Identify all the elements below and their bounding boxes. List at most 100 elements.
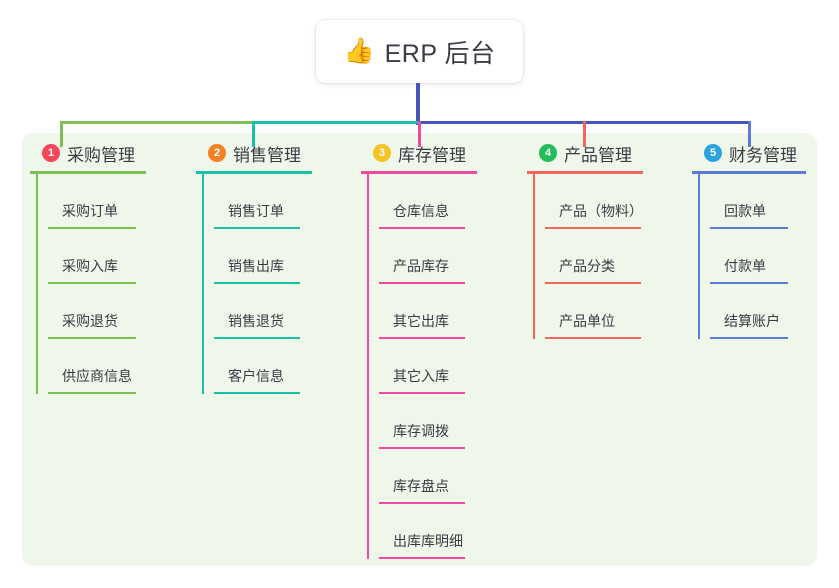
branch-number-badge: 5 (704, 144, 722, 162)
branch-spine (367, 174, 369, 559)
branch-column-4: 4 产品管理产品（物料） 产品分类产品单位 (527, 140, 645, 339)
branch-spine (36, 174, 38, 394)
branch-column-5: 5 财务管理回款单付款单结算账户 (692, 140, 810, 339)
branch-child-label: 出库库明细 (393, 533, 463, 549)
branch-title: 采购管理 (67, 145, 135, 165)
branch-child-item[interactable]: 结算账户 (710, 284, 810, 339)
branch-drop-4 (583, 121, 586, 147)
branch-child-item[interactable]: 产品分类 (545, 229, 645, 284)
branch-children: 采购订单采购入库采购退货供应商信息 (30, 174, 150, 394)
branch-column-2: 2 销售管理销售订单销售出库销售退货客户信息 (196, 140, 314, 394)
branch-child-underline (214, 282, 300, 284)
branch-child-label: 供应商信息 (62, 368, 132, 384)
branch-header-4[interactable]: 4 产品管理 (527, 140, 645, 166)
branch-child-item[interactable]: 客户信息 (214, 339, 314, 394)
branch-header-3[interactable]: 3 库存管理 (361, 140, 479, 166)
branch-child-item[interactable]: 销售退货 (214, 284, 314, 339)
branch-underline (361, 171, 477, 174)
branch-child-label: 产品库存 (393, 258, 449, 274)
branch-underline (30, 171, 146, 174)
branch-child-item[interactable]: 回款单 (710, 174, 810, 229)
branch-child-label: 销售订单 (228, 203, 284, 219)
branch-child-underline (379, 282, 465, 284)
root-node[interactable]: 👍 ERP 后台 (316, 20, 523, 83)
branch-child-item[interactable]: 产品库存 (379, 229, 479, 284)
branch-title: 财务管理 (729, 145, 797, 165)
branch-child-label: 客户信息 (228, 368, 284, 384)
branch-child-label: 仓库信息 (393, 203, 449, 219)
branch-child-underline (214, 227, 300, 229)
branch-child-underline (379, 337, 465, 339)
branch-title: 销售管理 (233, 145, 301, 165)
branch-child-item[interactable]: 出库库明细 (379, 504, 479, 559)
branch-child-item[interactable]: 付款单 (710, 229, 810, 284)
branch-child-underline (545, 282, 641, 284)
branch-child-item[interactable]: 仓库信息 (379, 174, 479, 229)
branch-child-item[interactable]: 其它入库 (379, 339, 479, 394)
branch-title: 产品管理 (564, 145, 632, 165)
branch-child-underline (379, 447, 465, 449)
branch-spine (202, 174, 204, 394)
branch-number-badge: 3 (373, 144, 391, 162)
branch-child-underline (710, 227, 788, 229)
branch-child-underline (48, 227, 136, 229)
branch-child-item[interactable]: 产品单位 (545, 284, 645, 339)
branch-child-item[interactable]: 销售订单 (214, 174, 314, 229)
branch-child-underline (214, 337, 300, 339)
branch-child-label: 库存盘点 (393, 478, 449, 494)
thumbs-up-icon: 👍 (343, 37, 375, 65)
branch-child-item[interactable]: 其它出库 (379, 284, 479, 339)
branch-child-item[interactable]: 库存调拨 (379, 394, 479, 449)
branch-child-underline (545, 227, 641, 229)
branch-underline (196, 171, 312, 174)
branch-child-label: 采购退货 (62, 313, 118, 329)
branch-spine (533, 174, 535, 339)
branch-child-label: 采购入库 (62, 258, 118, 274)
branch-child-underline (379, 392, 465, 394)
branch-child-label: 回款单 (724, 203, 766, 219)
branch-child-underline (379, 557, 465, 559)
branch-spine (698, 174, 700, 339)
branch-child-label: 其它入库 (393, 368, 449, 384)
branch-number-badge: 2 (208, 144, 226, 162)
branch-child-label: 产品单位 (559, 313, 615, 329)
branch-children: 回款单付款单结算账户 (692, 174, 810, 339)
branch-child-label: 库存调拨 (393, 423, 449, 439)
branch-child-underline (379, 502, 465, 504)
branch-child-label: 付款单 (724, 258, 766, 274)
branch-column-3: 3 库存管理仓库信息产品库存其它出库其它入库库存调拨库存盘点出库库明细 (361, 140, 479, 559)
branch-drop-3 (418, 121, 421, 147)
root-trunk-line (416, 83, 420, 125)
branch-children: 销售订单销售出库销售退货客户信息 (196, 174, 314, 394)
branch-child-item[interactable]: 采购入库 (48, 229, 150, 284)
branch-child-item[interactable]: 供应商信息 (48, 339, 150, 394)
branch-child-label: 产品（物料） (559, 203, 643, 219)
branch-drop-1 (60, 121, 63, 147)
branch-child-label: 销售退货 (228, 313, 284, 329)
branch-title: 库存管理 (398, 145, 466, 165)
branch-child-item[interactable]: 采购退货 (48, 284, 150, 339)
branch-child-underline (710, 337, 788, 339)
branch-child-item[interactable]: 产品（物料） (545, 174, 645, 229)
branch-child-label: 销售出库 (228, 258, 284, 274)
branch-child-underline (48, 392, 136, 394)
bus-segment-2 (252, 121, 421, 124)
branch-underline (527, 171, 643, 174)
branch-children: 产品（物料） 产品分类产品单位 (527, 174, 645, 339)
branch-child-item[interactable]: 销售出库 (214, 229, 314, 284)
branch-child-item[interactable]: 库存盘点 (379, 449, 479, 504)
branch-child-underline (710, 282, 788, 284)
branch-child-label: 结算账户 (724, 313, 780, 329)
branch-number-badge: 4 (539, 144, 557, 162)
branch-header-5[interactable]: 5 财务管理 (692, 140, 810, 166)
branch-drop-2 (252, 121, 255, 147)
branch-child-underline (214, 392, 300, 394)
branch-child-label: 采购订单 (62, 203, 118, 219)
branch-header-2[interactable]: 2 销售管理 (196, 140, 314, 166)
branch-child-underline (48, 282, 136, 284)
branch-child-item[interactable]: 采购订单 (48, 174, 150, 229)
branch-child-label: 产品分类 (559, 258, 615, 274)
